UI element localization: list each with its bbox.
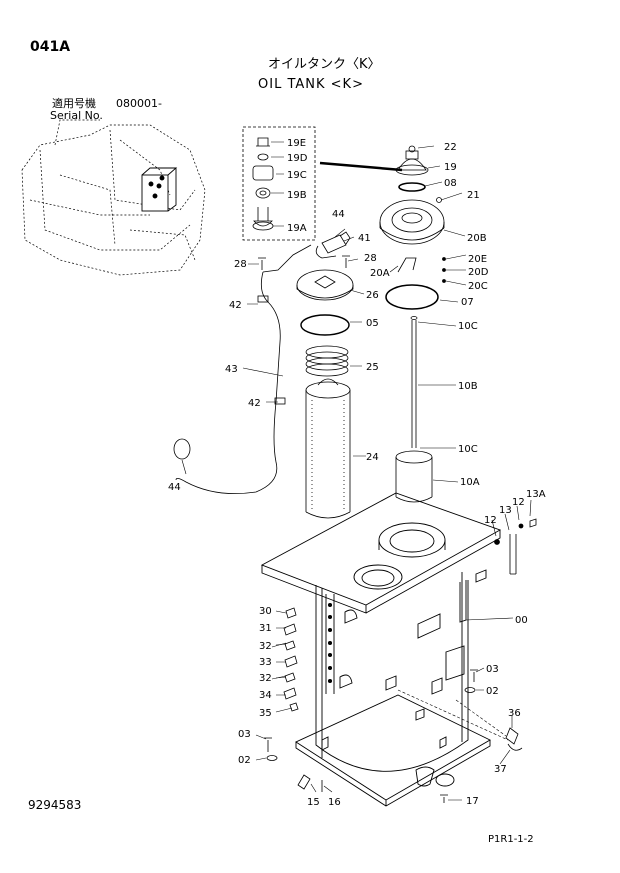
breather-assembly <box>395 145 429 192</box>
callout-02-right: 02 <box>486 686 499 697</box>
callout-42-lower: 42 <box>248 398 261 409</box>
callout-24: 24 <box>366 452 379 463</box>
callout-22: 22 <box>444 142 457 153</box>
callout-44-top: 44 <box>332 209 345 220</box>
tank-cover-26 <box>296 269 354 301</box>
callout-19E: 19E <box>287 138 306 149</box>
doc-number: 9294583 <box>28 798 82 812</box>
page-reference: P1R1-1-2 <box>488 834 534 845</box>
callout-10C-upper: 10C <box>458 321 478 332</box>
serial-label-jp: 適用号機 <box>52 97 96 110</box>
breather-base-20B <box>379 197 445 245</box>
callout-25: 25 <box>366 362 379 373</box>
page-code: 041A <box>30 39 71 55</box>
callout-10A: 10A <box>460 477 480 488</box>
callout-41: 41 <box>358 233 371 244</box>
hydraulic-oil-tank-body <box>260 492 502 807</box>
title-en: OIL TANK <K> <box>258 77 364 92</box>
callout-12-top: 12 <box>512 497 525 508</box>
machine-location-thumbnail <box>21 119 206 276</box>
callout-13: 13 <box>499 505 512 516</box>
level-gauge-10 <box>395 316 433 503</box>
callout-20A: 20A <box>370 268 390 279</box>
callout-19: 19 <box>444 162 457 173</box>
port-fittings <box>283 607 299 712</box>
callout-32-lower: 32 <box>259 673 272 684</box>
callout-30: 30 <box>259 606 272 617</box>
breather-detail-inset <box>242 126 316 241</box>
callout-13A: 13A <box>526 489 546 500</box>
callout-19D: 19D <box>287 153 308 164</box>
callout-19C: 19C <box>287 170 307 181</box>
callout-17: 17 <box>466 796 479 807</box>
callout-05: 05 <box>366 318 379 329</box>
callout-10C-lower: 10C <box>458 444 478 455</box>
callout-34: 34 <box>259 690 272 701</box>
callout-28-left: 28 <box>234 259 247 270</box>
breather-detail-parts <box>252 137 274 231</box>
level-sensor-41 <box>315 231 351 259</box>
callout-19B: 19B <box>287 190 307 201</box>
callout-02-left: 02 <box>238 755 251 766</box>
callout-28-right: 28 <box>364 253 377 264</box>
callout-37: 37 <box>494 764 507 775</box>
callout-20E: 20E <box>468 254 487 265</box>
wire-harness-43 <box>173 244 312 494</box>
callout-19A: 19A <box>287 223 307 234</box>
serial-label-en: Serial No. <box>50 109 103 122</box>
highlighted-tank-in-thumbnail <box>141 167 178 212</box>
callout-44-bottom: 44 <box>168 482 181 493</box>
callout-35: 35 <box>259 708 272 719</box>
callout-21: 21 <box>467 190 480 201</box>
callout-43: 43 <box>225 364 238 375</box>
callout-00: 00 <box>515 615 528 626</box>
callout-26: 26 <box>366 290 379 301</box>
spring-25 <box>305 345 349 377</box>
callout-20C: 20C <box>468 281 488 292</box>
callout-08: 08 <box>444 178 457 189</box>
callout-36: 36 <box>508 708 521 719</box>
callout-32-upper: 32 <box>259 641 272 652</box>
filter-element-24 <box>305 378 351 519</box>
callout-12-side: 12 <box>484 515 497 526</box>
callout-15: 15 <box>307 797 320 808</box>
callout-20B: 20B <box>467 233 487 244</box>
callout-33: 33 <box>259 657 272 668</box>
callout-20D: 20D <box>468 267 489 278</box>
callout-07: 07 <box>461 297 474 308</box>
serial-value: 080001- <box>116 97 162 110</box>
callout-03-right: 03 <box>486 664 499 675</box>
callout-31: 31 <box>259 623 272 634</box>
callout-42-upper: 42 <box>229 300 242 311</box>
callout-labels: 19E 19D 19C 19B 19A 22 19 08 21 20B 44 4… <box>168 138 546 808</box>
callout-03-left: 03 <box>238 729 251 740</box>
title-jp: オイルタンク〈K〉 <box>268 57 381 72</box>
callout-16: 16 <box>328 797 341 808</box>
callout-10B: 10B <box>458 381 478 392</box>
